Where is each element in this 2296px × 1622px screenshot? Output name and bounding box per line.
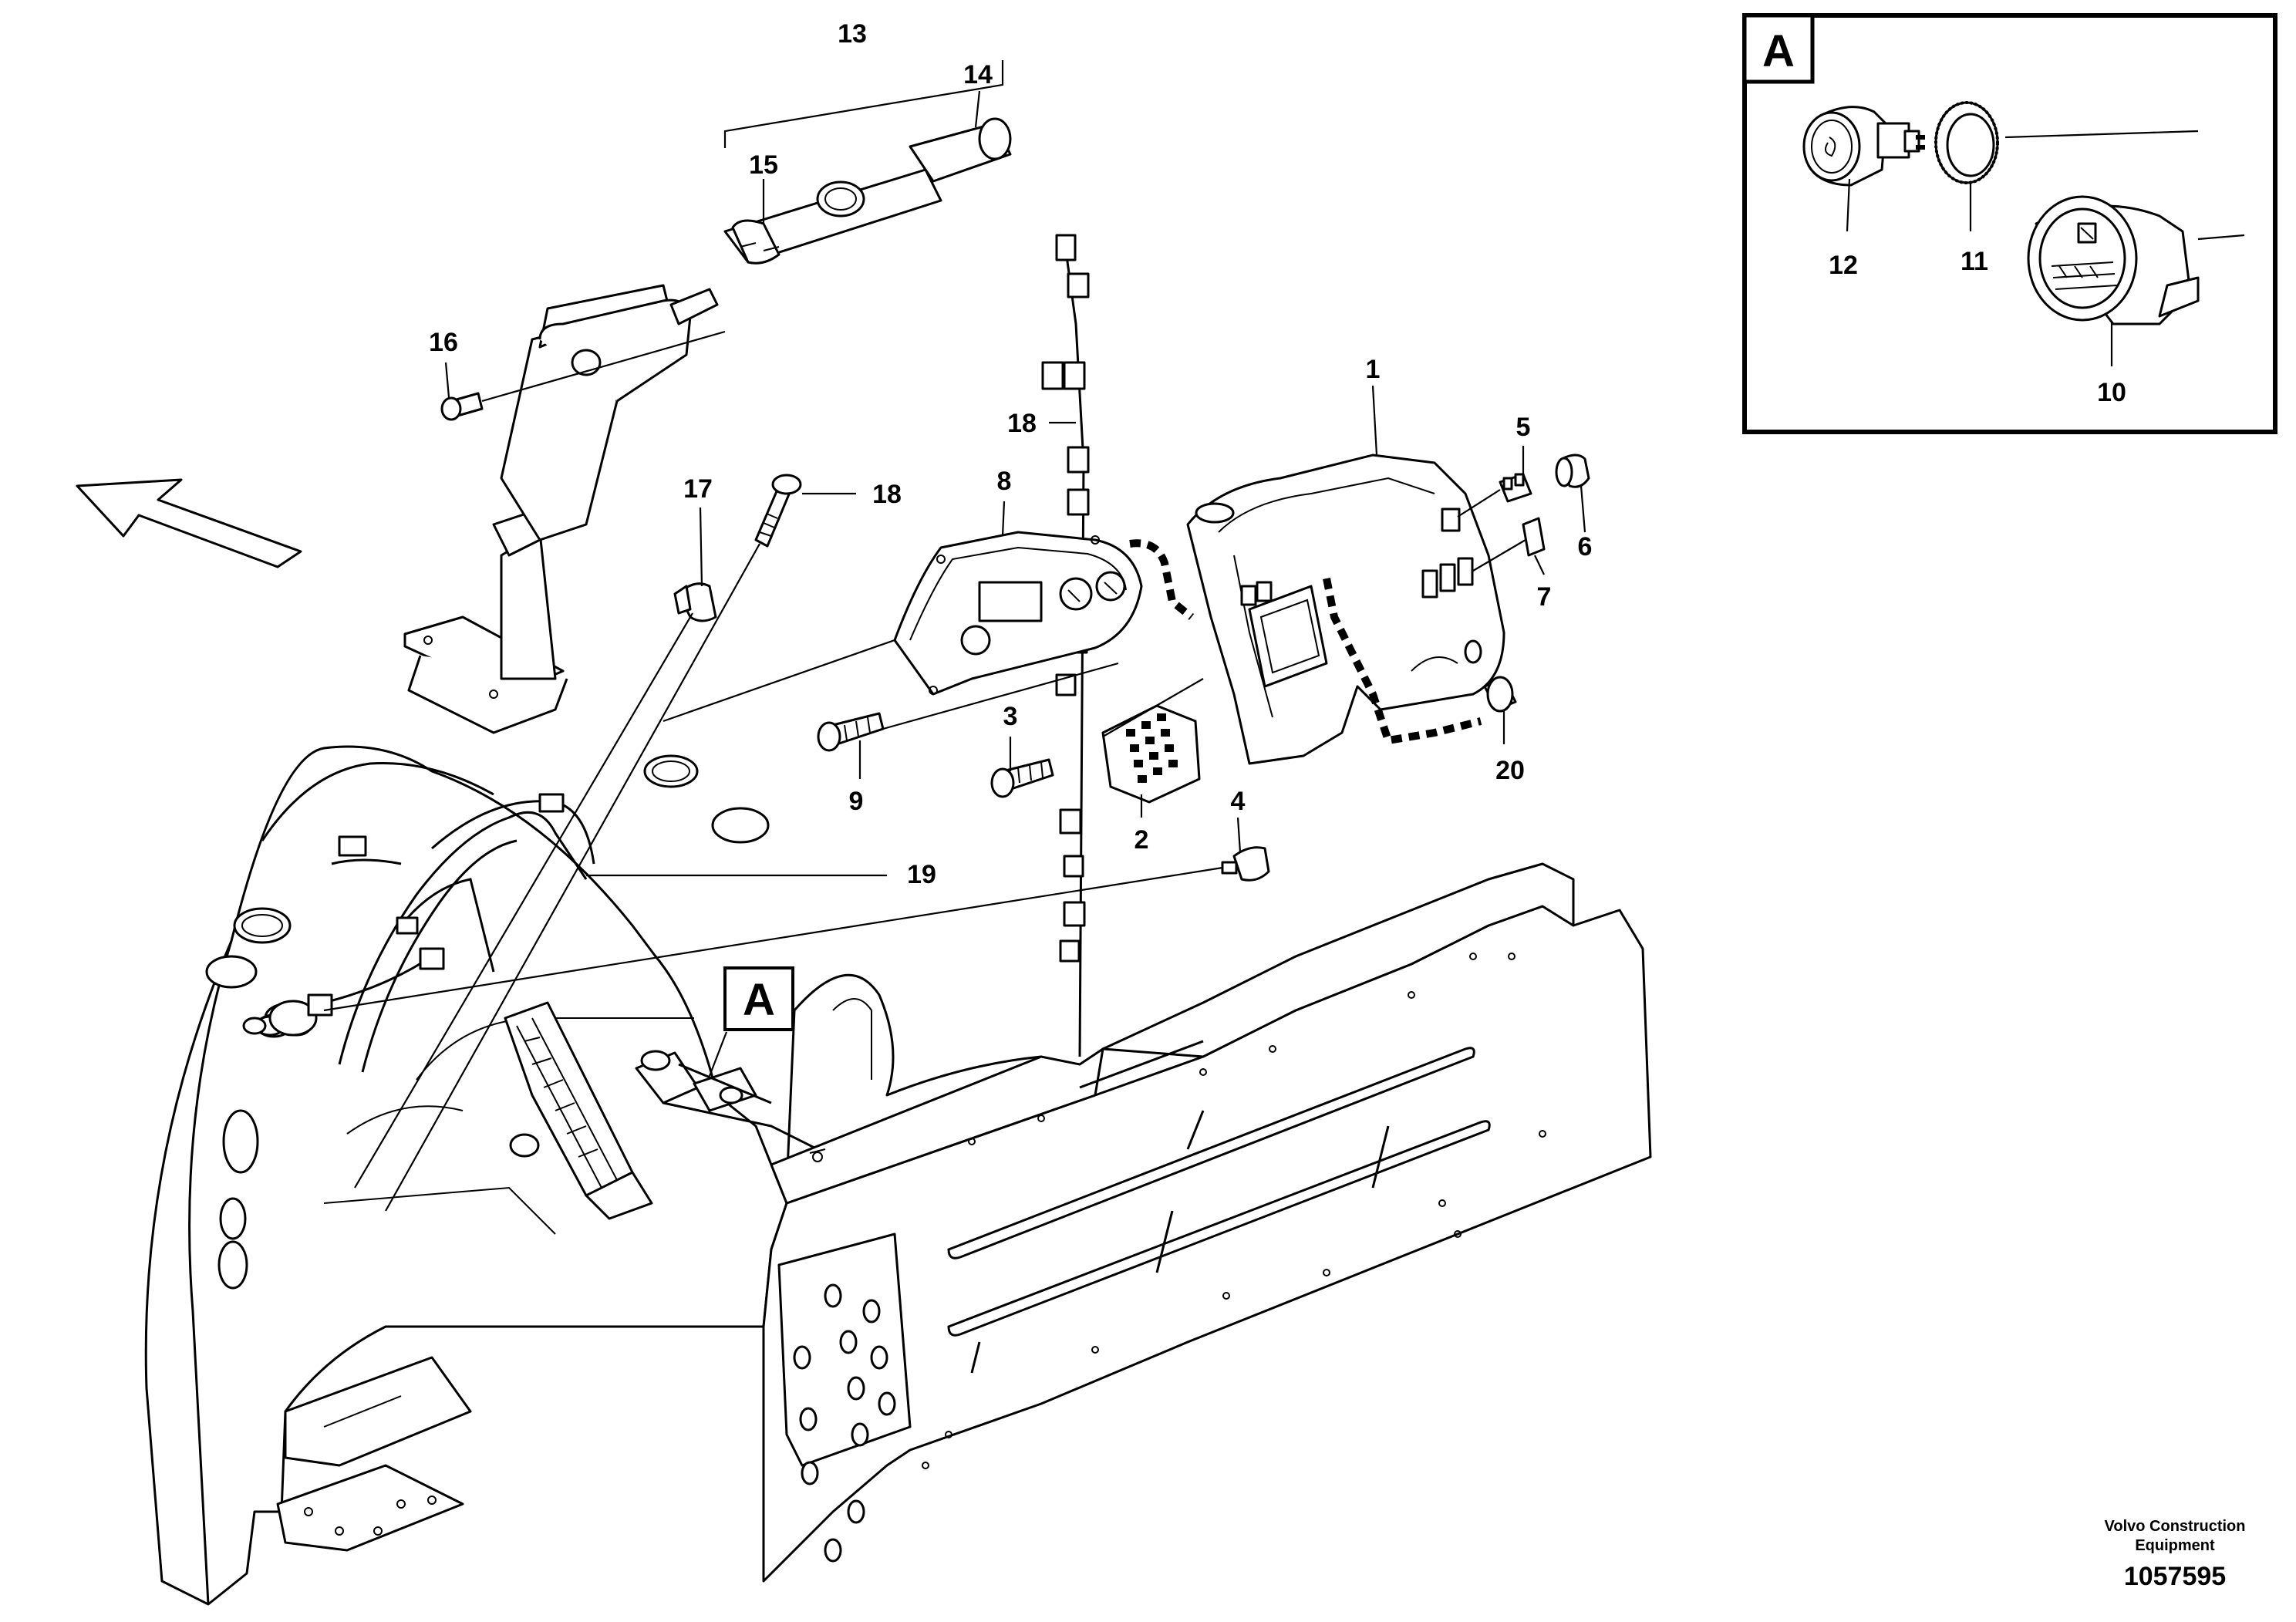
callout-15: 15 bbox=[749, 150, 778, 180]
lighter-20-icon bbox=[1483, 676, 1517, 713]
leader-lines bbox=[323, 60, 1586, 1212]
drawing-footer: Volvo Construction Equipment 1057595 bbox=[2105, 1518, 2246, 1591]
screw-3-icon bbox=[990, 758, 1054, 798]
detail-a-box: A bbox=[1742, 13, 2277, 434]
callout-2: 2 bbox=[1135, 825, 1149, 855]
callout-12: 12 bbox=[1829, 251, 1858, 280]
panel-harness-dashed bbox=[1323, 578, 1482, 745]
gauge-10-icon bbox=[2027, 195, 2200, 325]
callout-4: 4 bbox=[1231, 787, 1246, 816]
callout-18-bolt: 18 bbox=[872, 480, 902, 509]
lighter-12-icon bbox=[1802, 106, 1925, 187]
detail-a-title: A bbox=[1762, 26, 1795, 76]
clip-17-icon bbox=[673, 582, 717, 622]
dash-panel bbox=[1186, 454, 1505, 765]
callout-9: 9 bbox=[849, 787, 864, 816]
forward-direction-arrow-icon bbox=[76, 478, 302, 568]
callout-19: 19 bbox=[907, 860, 936, 889]
bolt-18-icon bbox=[754, 474, 802, 548]
callout-20: 20 bbox=[1495, 756, 1525, 785]
keypad bbox=[1101, 704, 1201, 804]
callout-5: 5 bbox=[1516, 413, 1531, 442]
callout-8: 8 bbox=[997, 467, 1012, 496]
screw-16-icon bbox=[440, 392, 484, 421]
wiring-harness bbox=[307, 793, 595, 1073]
callout-16: 16 bbox=[429, 328, 458, 357]
steering-column bbox=[403, 117, 1012, 734]
callout-14: 14 bbox=[963, 60, 993, 89]
instrument-cluster bbox=[893, 531, 1143, 696]
callout-10: 10 bbox=[2097, 378, 2126, 407]
callout-7: 7 bbox=[1537, 582, 1552, 612]
callout-11: 11 bbox=[1961, 247, 1988, 276]
reference-marker-a: A bbox=[723, 966, 794, 1031]
callout-18-harness: 18 bbox=[1007, 409, 1037, 438]
screw-9-icon bbox=[817, 712, 885, 752]
ring-11-icon bbox=[1934, 101, 1999, 184]
company-name-line1: Volvo Construction bbox=[2105, 1518, 2246, 1535]
switch-4-icon bbox=[1221, 846, 1270, 882]
callout-6: 6 bbox=[1578, 532, 1593, 561]
callout-1: 1 bbox=[1366, 355, 1381, 384]
callout-13: 13 bbox=[838, 19, 867, 49]
lighter-socket-assembly bbox=[635, 1050, 834, 1158]
callout-17: 17 bbox=[683, 474, 713, 504]
switch-5-icon bbox=[1499, 473, 1532, 503]
side-panel bbox=[762, 862, 1652, 1583]
company-name-line2: Equipment bbox=[2135, 1537, 2215, 1554]
accelerator-pedal bbox=[504, 1001, 653, 1220]
cover-6-icon bbox=[1555, 454, 1590, 488]
callout-3: 3 bbox=[1003, 702, 1018, 731]
svg-text:A: A bbox=[743, 975, 775, 1025]
drawing-number: 1057595 bbox=[2124, 1562, 2226, 1591]
switch-7-icon bbox=[1522, 517, 1546, 557]
cluster-harness-dashed bbox=[1129, 539, 1195, 620]
